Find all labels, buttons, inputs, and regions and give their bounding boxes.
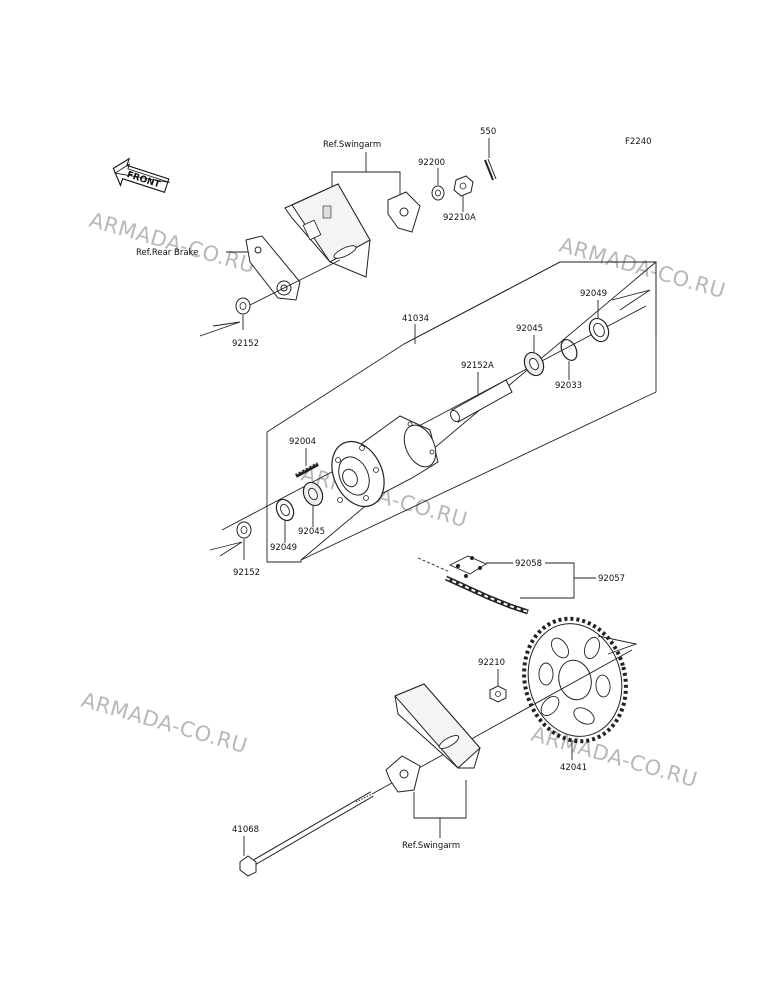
part-42041-label: 42041 (560, 763, 587, 773)
figure-id: F2240 (625, 137, 652, 147)
part-92049-top-label: 92049 (580, 289, 607, 299)
part-92152-top-label: 92152 (232, 339, 259, 349)
watermark: ARMADA-CO.RU (79, 688, 251, 758)
part-92049-bottom-label: 92049 (270, 543, 297, 553)
part-92033-label: 92033 (555, 381, 582, 391)
part-92210A-label: 92210A (443, 213, 476, 223)
nut-92210: 92210 (478, 658, 507, 703)
hub-assembly-group: 41034 92049 92033 92045 92152A (209, 261, 657, 578)
part-92045-top-label: 92045 (516, 324, 543, 334)
ref-rear-brake: Ref.Rear Brake (136, 248, 198, 258)
part-92210-label: 92210 (478, 658, 505, 668)
part-550-label: 550 (480, 127, 496, 137)
swingarm-top-group: Ref.Swingarm 92200 92210A 550 Ref.Rear B… (136, 127, 497, 349)
part-92057-label: 92057 (598, 574, 625, 584)
part-92152-bottom-label: 92152 (233, 568, 260, 578)
part-92004-label: 92004 (289, 437, 316, 447)
ref-swingarm-bottom: Ref.Swingarm (402, 841, 460, 851)
part-92058-label: 92058 (515, 559, 542, 569)
swingarm-bottom-group: 41068 Ref.Swingarm (232, 649, 633, 877)
drive-chain-group: 92058 92057 (417, 555, 625, 615)
part-92200-label: 92200 (418, 158, 445, 168)
rear-sprocket: 42041 (522, 616, 638, 773)
watermark: ARMADA-CO.RU (87, 208, 259, 278)
part-92152A-label: 92152A (461, 361, 494, 371)
part-92045-bottom-label: 92045 (298, 527, 325, 537)
part-41068-label: 41068 (232, 825, 259, 835)
wheel-hub (331, 415, 439, 508)
front-arrow-icon: FRONT (112, 157, 170, 194)
ref-swingarm-top: Ref.Swingarm (323, 140, 381, 150)
part-41034-label: 41034 (402, 314, 429, 324)
